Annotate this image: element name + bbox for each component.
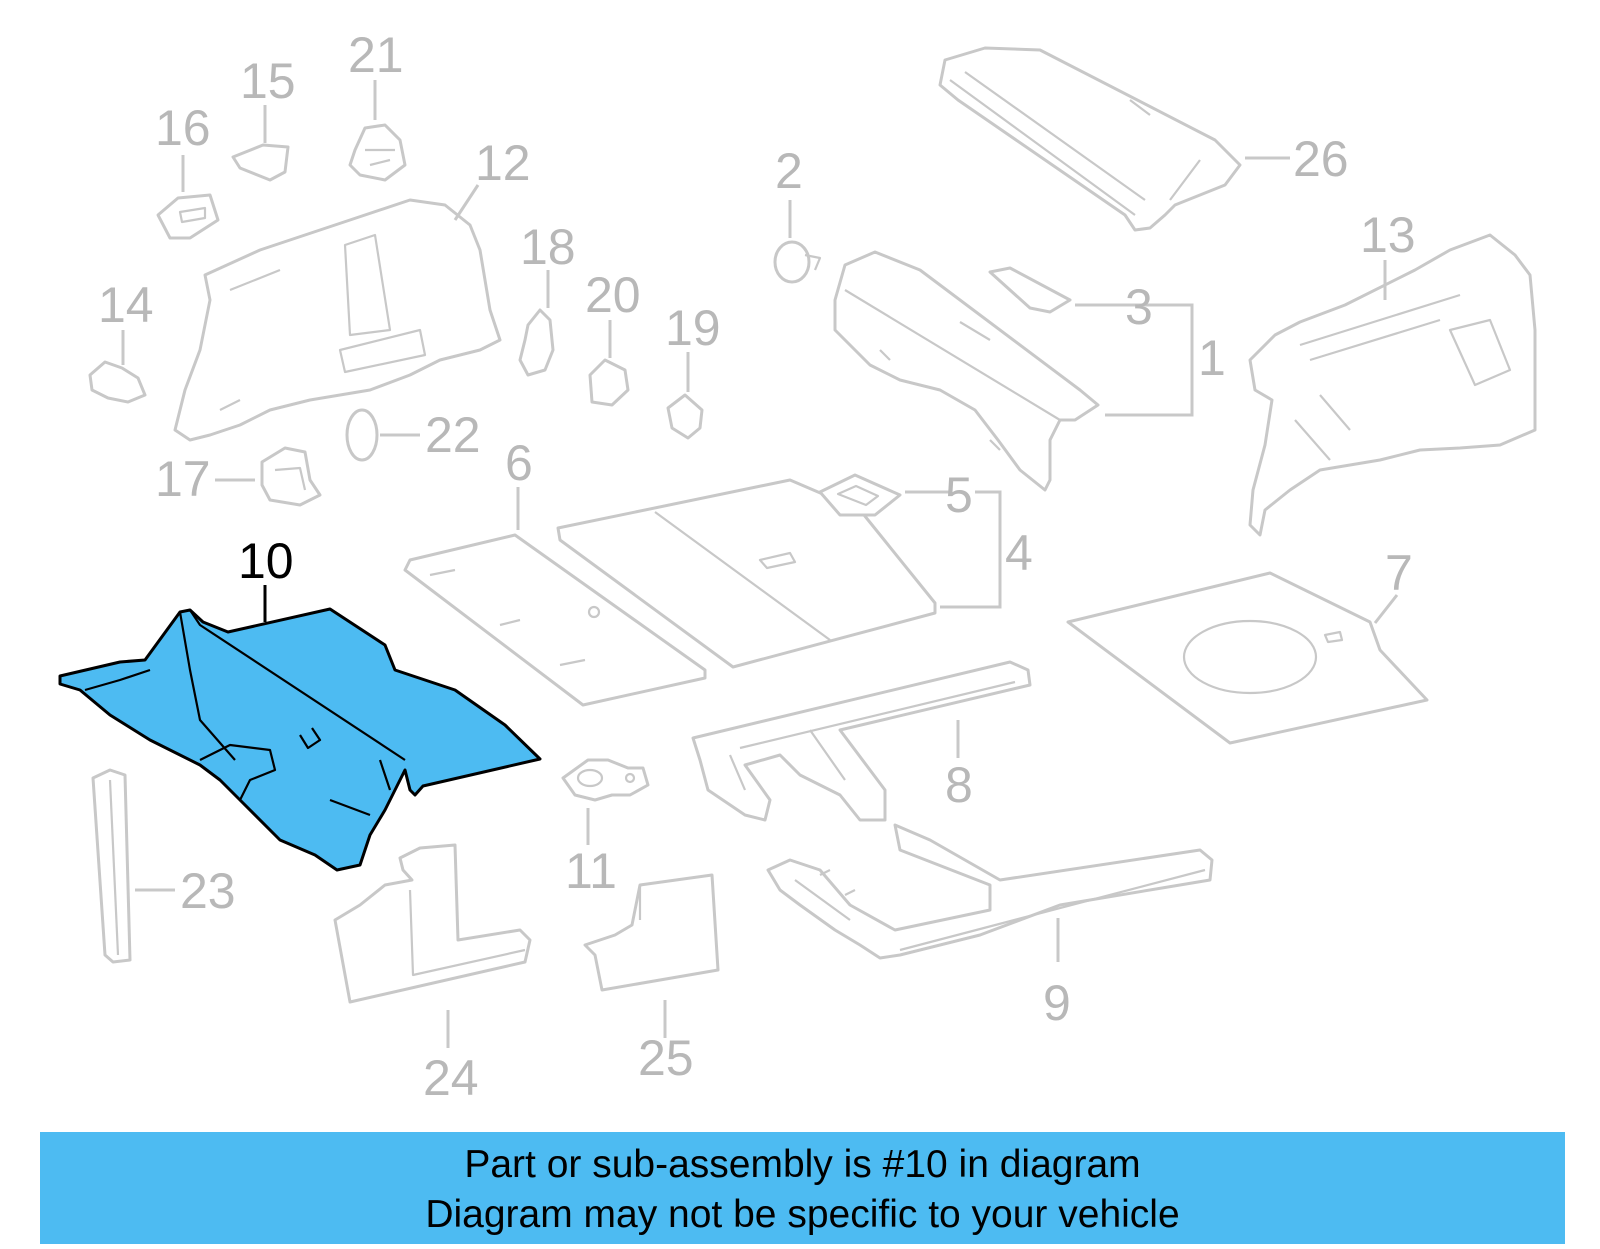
- callout-2: 2: [775, 143, 803, 199]
- info-banner: Part or sub-assembly is #10 in diagram D…: [40, 1132, 1565, 1244]
- part-1-rear-trim[interactable]: [833, 250, 1100, 492]
- part-2-plug[interactable]: [773, 240, 822, 284]
- part-14-clip[interactable]: [88, 360, 147, 404]
- bracket-4-5: [905, 490, 1002, 609]
- callout-5: 5: [945, 467, 973, 523]
- part-25-panel[interactable]: [583, 873, 720, 992]
- part-15[interactable]: [231, 143, 290, 182]
- callout-24: 24: [423, 1050, 479, 1106]
- callout-8: 8: [945, 757, 973, 813]
- callout-23: 23: [180, 863, 236, 919]
- part-9-reinforcement[interactable]: [766, 823, 1214, 960]
- callout-14: 14: [98, 277, 154, 333]
- part-12-left-quarter-trim[interactable]: [173, 198, 502, 442]
- callout-9: 9: [1043, 975, 1071, 1031]
- part-22-grommet[interactable]: [345, 408, 379, 462]
- part-20-grommet[interactable]: [588, 358, 630, 407]
- callout-1: 1: [1198, 330, 1226, 386]
- part-4-cargo-floor[interactable]: [556, 478, 937, 669]
- callout-22: 22: [425, 407, 481, 463]
- callout-3: 3: [1125, 279, 1153, 335]
- callout-11: 11: [565, 843, 617, 899]
- leader-12: [453, 184, 480, 221]
- part-18-clip[interactable]: [518, 308, 555, 377]
- part-17-bracket[interactable]: [260, 446, 322, 507]
- callout-4: 4: [1005, 525, 1033, 581]
- part-11-bracket[interactable]: [561, 758, 650, 802]
- part-24-panel[interactable]: [333, 843, 532, 1004]
- part-3-pad[interactable]: [988, 266, 1072, 314]
- callout-20: 20: [585, 267, 641, 323]
- callout-18: 18: [520, 219, 576, 275]
- part-26-cargo-cover[interactable]: [938, 46, 1242, 232]
- part-6-floor-board[interactable]: [403, 533, 707, 707]
- part-5-hook[interactable]: [818, 473, 902, 517]
- callout-10: 10: [238, 533, 294, 589]
- callout-12: 12: [475, 135, 531, 191]
- bracket-1-3: [1075, 303, 1194, 417]
- part-23-strip[interactable]: [91, 768, 132, 964]
- callout-15: 15: [240, 53, 296, 109]
- callout-16: 16: [155, 100, 211, 156]
- part-10-floor-cover[interactable]: [58, 607, 542, 872]
- leader-7: [1373, 594, 1399, 624]
- part-7-trunk-mat[interactable]: [1066, 571, 1429, 745]
- part-16[interactable]: [156, 193, 220, 240]
- callout-19: 19: [665, 300, 721, 356]
- banner-line-1: Part or sub-assembly is #10 in diagram: [464, 1143, 1141, 1186]
- part-21-clip[interactable]: [348, 123, 407, 182]
- callout-13: 13: [1360, 207, 1416, 263]
- part-13-right-quarter-trim[interactable]: [1248, 233, 1537, 537]
- parts-diagram: 26 2 3 1 13 12 16 15: [58, 27, 1537, 1106]
- callout-7: 7: [1385, 545, 1413, 601]
- callout-21: 21: [348, 27, 404, 83]
- callout-25: 25: [638, 1030, 694, 1086]
- part-19-clip[interactable]: [666, 393, 704, 440]
- banner-line-2: Diagram may not be specific to your vehi…: [425, 1193, 1180, 1236]
- callout-26: 26: [1293, 131, 1349, 187]
- callout-6: 6: [505, 435, 533, 491]
- part-8-frame[interactable]: [691, 660, 1032, 822]
- callout-17: 17: [155, 451, 211, 507]
